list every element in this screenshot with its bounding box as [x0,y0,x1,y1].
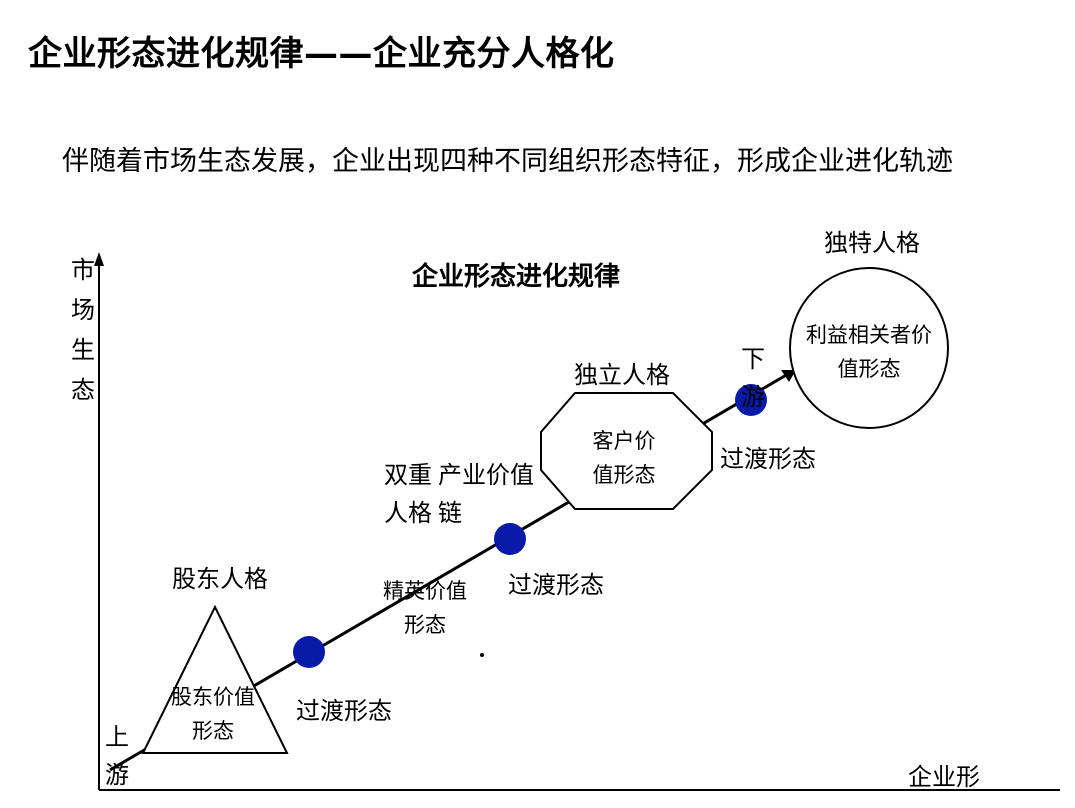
transition-node-2 [494,523,526,555]
persona-unique: 独特人格 [824,229,920,257]
customer-octagon [540,392,713,510]
transition-node-1 [293,636,325,668]
y-axis-label: 市场生态 [71,256,95,404]
upstream-label: 上游 [105,723,129,789]
industry-chain-label: 产业价值链 [438,461,534,527]
persona-shareholder: 股东人格 [172,565,268,593]
page-title: 企业形态进化规律——企业充分人格化 [28,34,615,74]
diagram-title: 企业形态进化规律 [412,262,621,292]
transition-label-2: 过渡形态 [508,571,604,599]
shareholder-triangle [141,604,289,754]
value-form-customer: 客户价值形态 [592,429,656,487]
transition-label-1: 过渡形态 [296,697,392,725]
transition-label-3: 过渡形态 [720,445,816,473]
value-form-stakeholder: 利益相关者价值形态 [806,323,932,381]
x-axis-label: 企业形态 [908,763,980,791]
persona-dual: 双重人格 [384,461,432,527]
stray-dot [480,653,484,657]
value-chain-arrow [781,370,796,382]
stakeholder-circle [789,267,949,429]
downstream-label: 下游 [741,345,765,411]
transition-node-3 [735,384,767,416]
value-form-elite: 精英价值形态 [383,579,467,637]
value-form-shareholder: 股东价值形态 [171,685,255,743]
y-axis-arrow [94,252,104,266]
persona-independent: 独立人格 [574,361,670,389]
intro-text: 伴随着市场生态发展，企业出现四种不同组织形态特征，形成企业进化轨迹 [62,146,953,177]
